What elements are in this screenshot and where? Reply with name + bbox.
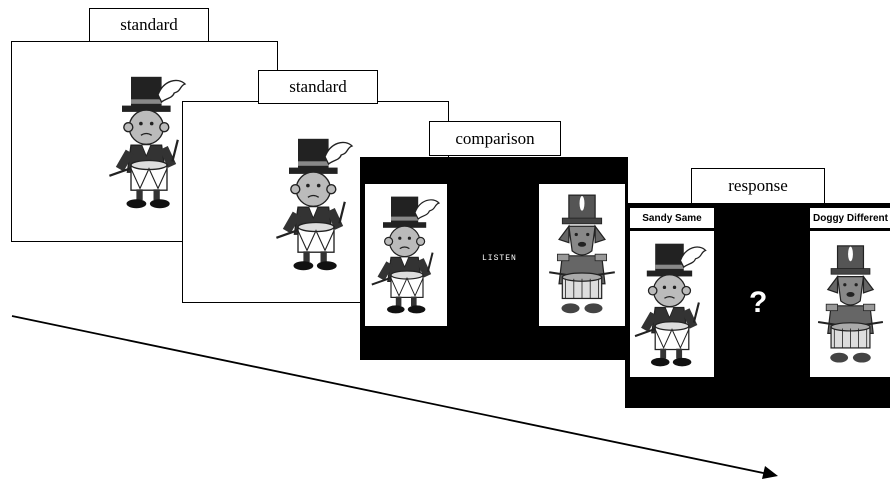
boy-drummer-icon — [367, 188, 447, 322]
doggy-different-title[interactable]: Doggy Different — [810, 208, 890, 228]
standard-label-1: standard — [89, 8, 209, 42]
response-screen: Sandy Same ? Doggy Different — [625, 203, 890, 408]
sandy-same-panel[interactable] — [630, 231, 714, 377]
comparison-screen: LISTEN — [360, 157, 628, 360]
listen-text: LISTEN — [482, 254, 517, 263]
dog-drummer-icon — [541, 188, 623, 322]
sandy-same-title[interactable]: Sandy Same — [630, 208, 714, 228]
comparison-left-panel — [365, 184, 447, 326]
standard-label-2: standard — [258, 70, 378, 104]
comparison-right-panel — [539, 184, 625, 326]
response-label: response — [691, 168, 825, 204]
comparison-label: comparison — [429, 121, 561, 156]
boy-drummer-icon — [104, 74, 194, 211]
doggy-different-panel[interactable] — [810, 231, 890, 377]
dog-drummer-icon — [810, 237, 890, 373]
question-mark: ? — [749, 286, 768, 319]
boy-drummer-icon — [630, 237, 714, 373]
boy-drummer-icon — [271, 136, 361, 273]
